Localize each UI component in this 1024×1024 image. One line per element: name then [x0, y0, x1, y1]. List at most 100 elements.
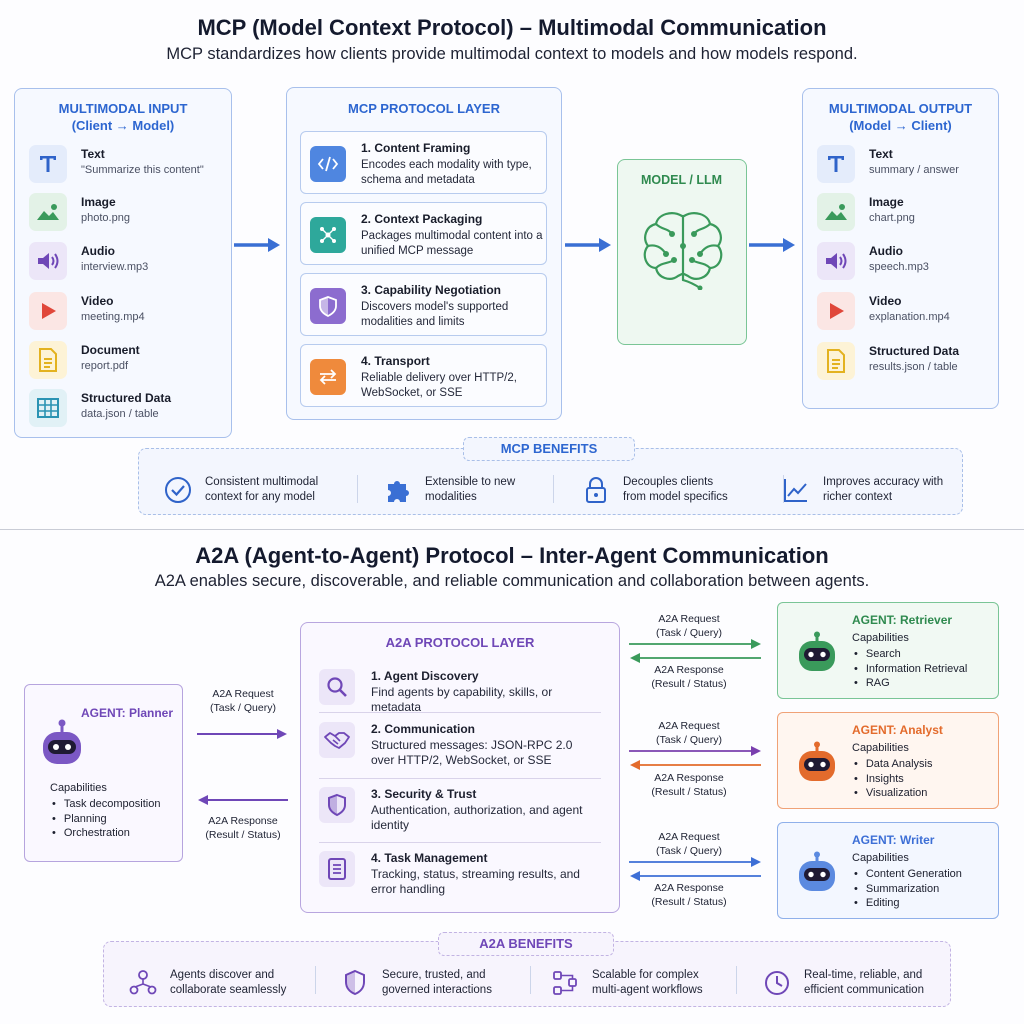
- a2a-benefits-heading: A2A BENEFITS: [438, 932, 614, 956]
- layer-to-model-arrow: [565, 238, 611, 252]
- robot-icon: [799, 851, 835, 891]
- clock-icon: [762, 968, 792, 998]
- writer-cap-list: Content Generation Summarization Editing: [852, 867, 962, 911]
- output-audio-name: Audio: [869, 244, 903, 258]
- benefit-divider: [736, 966, 737, 994]
- mcp-benefit-item: Improves accuracy with richer context: [781, 471, 961, 511]
- a2a-step-communication: 2. Communication Structured messages: JS…: [319, 716, 601, 776]
- planner-cap-label: Capabilities: [50, 782, 107, 794]
- planner-request-arrow: [197, 729, 287, 739]
- a2a-step-desc: Tracking, status, streaming results, and…: [371, 867, 580, 896]
- benefit-divider: [530, 966, 531, 994]
- output-subheading: (Model → Client): [849, 118, 952, 133]
- a2a-step-desc: Find agents by capability, skills, or me…: [371, 685, 553, 714]
- agent-retriever-card: AGENT: Retriever Capabilities Search Inf…: [777, 602, 999, 699]
- retriever-cap-list: Search Information Retrieval RAG: [852, 647, 968, 691]
- brain-icon: [643, 212, 723, 290]
- a2a-step-security-trust: 3. Security & Trust Authentication, auth…: [319, 781, 601, 841]
- retriever-request-label: A2A Request (Task / Query): [656, 613, 722, 639]
- input-heading: MULTIMODAL INPUT: [58, 101, 188, 116]
- input-document-item: Document report.pdf: [29, 341, 229, 381]
- image-icon: [29, 193, 67, 231]
- mcp-title: MCP (Model Context Protocol) – Multimoda…: [197, 15, 827, 40]
- mcp-step-context-packaging: 2. Context Packaging Packages multimodal…: [300, 202, 547, 265]
- mcp-benefits-heading: MCP BENEFITS: [463, 437, 635, 461]
- planner-cap-list: Task decomposition Planning Orchestratio…: [50, 797, 161, 841]
- planner-request-label: A2A Request (Task / Query): [210, 688, 276, 714]
- output-text-item: Text summary / answer: [817, 145, 1017, 185]
- trend-chart-icon: [781, 475, 811, 505]
- mcp-layer-heading: MCP PROTOCOL LAYER: [348, 101, 500, 116]
- cap-item: Orchestration: [50, 826, 160, 841]
- multimodal-input-panel: MULTIMODAL INPUT (Client → Model) Text "…: [14, 88, 232, 438]
- input-image-item: Image photo.png: [29, 193, 229, 233]
- input-structured-item: Structured Data data.json / table: [29, 389, 229, 429]
- document-icon: [29, 341, 67, 379]
- shield-icon: [319, 787, 355, 823]
- mcp-benefit-text: Improves accuracy with richer context: [823, 476, 944, 503]
- input-to-layer-arrow: [234, 238, 280, 252]
- writer-response-label: A2A Response (Result / Status): [651, 882, 727, 908]
- network-icon: [310, 217, 346, 253]
- a2a-benefit-text: Secure, trusted, and governed interactio…: [382, 969, 492, 996]
- output-heading: MULTIMODAL OUTPUT: [828, 101, 973, 116]
- a2a-protocol-layer-panel: A2A PROTOCOL LAYER 1. Agent Discovery Fi…: [300, 622, 620, 913]
- cap-item: Task decomposition: [50, 797, 161, 812]
- input-structured-sub: data.json / table: [81, 408, 159, 420]
- a2a-benefit-item: Real-time, reliable, and efficient commu…: [762, 964, 948, 1004]
- input-audio-name: Audio: [81, 244, 115, 258]
- input-structured-name: Structured Data: [81, 391, 172, 405]
- table-icon: [29, 389, 67, 427]
- section-divider: [0, 529, 1024, 530]
- output-video-item: Video explanation.mp4: [817, 292, 1017, 332]
- shield-icon: [310, 288, 346, 324]
- cap-item: Editing: [852, 896, 962, 911]
- input-text-item: Text "Summarize this content": [29, 145, 229, 185]
- cap-item: RAG: [852, 676, 967, 691]
- puzzle-icon: [383, 475, 413, 505]
- output-video-name: Video: [869, 294, 902, 308]
- a2a-step-agent-discovery: 1. Agent Discovery Find agents by capabi…: [319, 663, 601, 723]
- analyst-response-label: A2A Response (Result / Status): [651, 772, 727, 798]
- writer-name: AGENT: Writer: [852, 833, 935, 847]
- mcp-step-desc: Discovers model's supported modalities a…: [361, 301, 509, 328]
- check-circle-icon: [163, 475, 193, 505]
- a2a-benefit-text: Agents discover and collaborate seamless…: [170, 969, 287, 996]
- text-icon: [29, 145, 67, 183]
- robot-icon: [799, 631, 835, 671]
- multimodal-output-panel: MULTIMODAL OUTPUT (Model → Client) Text …: [802, 88, 999, 409]
- code-icon: [310, 146, 346, 182]
- output-structured-item: Structured Data results.json / table: [817, 342, 1017, 382]
- input-video-item: Video meeting.mp4: [29, 292, 229, 332]
- cap-item: Visualization: [852, 786, 933, 801]
- retriever-name: AGENT: Retriever: [852, 613, 953, 627]
- mcp-protocol-layer-panel: MCP PROTOCOL LAYER 1. Content Framing En…: [286, 87, 562, 420]
- input-video-sub: meeting.mp4: [81, 311, 145, 323]
- input-document-name: Document: [81, 343, 140, 357]
- output-image-item: Image chart.png: [817, 193, 1017, 233]
- mcp-step-title: 1. Content Framing: [361, 141, 471, 155]
- list-icon: [319, 851, 355, 887]
- a2a-benefit-item: Secure, trusted, and governed interactio…: [340, 964, 520, 1004]
- mcp-benefits-box: MCP BENEFITS Consistent multimodal conte…: [138, 437, 963, 515]
- mcp-step-desc: Encodes each modality with type, schema …: [361, 159, 532, 186]
- video-icon: [817, 292, 855, 330]
- planner-response-arrow: [198, 795, 288, 805]
- writer-cap-label: Capabilities: [852, 852, 909, 864]
- mcp-benefit-text: Decouples clients from model specifics: [623, 476, 728, 503]
- benefit-divider: [553, 475, 554, 503]
- a2a-step-desc: Authentication, authorization, and agent…: [371, 803, 583, 832]
- agent-analyst-card: AGENT: Analyst Capabilities Data Analysi…: [777, 712, 999, 809]
- mcp-subtitle: MCP standardizes how clients provide mul…: [166, 45, 858, 63]
- benefit-divider: [357, 475, 358, 503]
- mcp-benefit-text: Consistent multimodal context for any mo…: [205, 476, 319, 503]
- output-structured-sub: results.json / table: [869, 361, 958, 373]
- robot-icon: [799, 741, 835, 781]
- analyst-name: AGENT: Analyst: [852, 723, 943, 737]
- agent-planner-card: AGENT: Planner Capabilities Task decompo…: [24, 684, 183, 862]
- step-divider: [319, 842, 601, 843]
- shield-icon: [340, 968, 370, 998]
- workflow-icon: [550, 968, 580, 998]
- mcp-step-transport: 4. Transport Reliable delivery over HTTP…: [300, 344, 547, 407]
- a2a-benefits-box: A2A BENEFITS Agents discover and collabo…: [103, 932, 951, 1007]
